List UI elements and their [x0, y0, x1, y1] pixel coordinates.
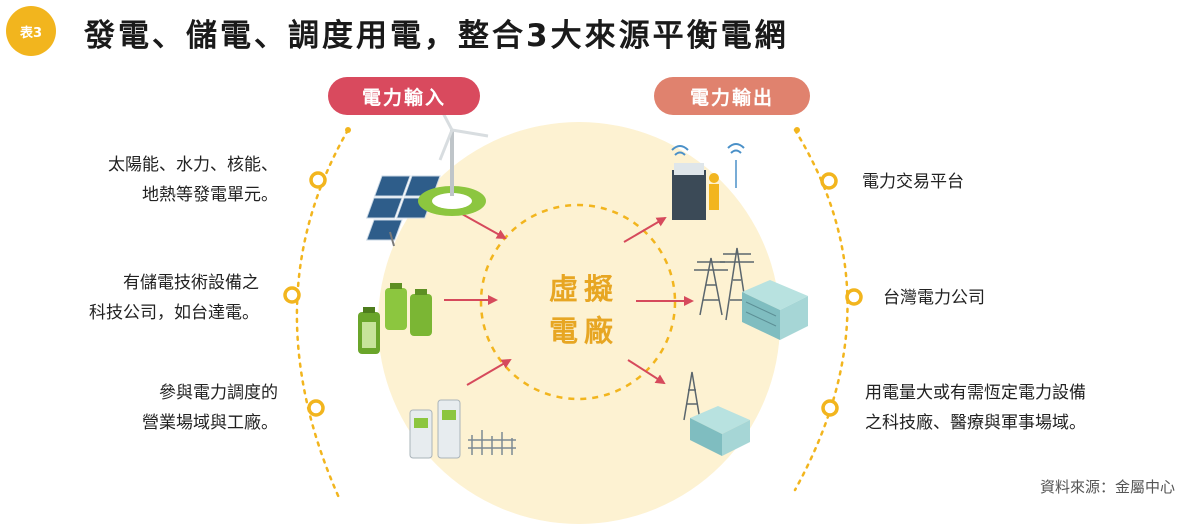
- hub-label-line2: 電廠: [548, 314, 619, 348]
- input-source-storage: 有儲電技術設備之 科技公司，如台達電。: [89, 268, 259, 328]
- input-source-generation: 太陽能、水力、核能、 地熱等發電單元。: [108, 150, 278, 210]
- power-input-label: 電力輸入: [328, 77, 480, 115]
- input-2-line2: 科技公司，如台達電。: [89, 303, 259, 323]
- output-taipower: 台灣電力公司: [883, 283, 985, 313]
- flow-diagram: [283, 91, 863, 501]
- flow-arrows: [444, 213, 694, 386]
- ev-charger-icon: [409, 399, 461, 459]
- arc-end-dot-right-top: [794, 127, 800, 133]
- node-dot-output-1: [820, 172, 838, 190]
- node-dot-output-3: [821, 399, 839, 417]
- output-3-line1: 用電量大或有需恆定電力設備: [865, 383, 1086, 403]
- node-dot-output-2: [845, 288, 863, 306]
- wind-turbine-icon: [418, 91, 489, 216]
- input-2-line1: 有儲電技術設備之: [123, 273, 259, 293]
- hub-label-line1: 虛擬: [548, 272, 619, 306]
- virtual-power-plant-label: 虛擬 電廠: [500, 268, 668, 352]
- arrow-in-1: [461, 213, 507, 239]
- trading-terminal-icon: [671, 143, 745, 220]
- arrow-out-1: [623, 216, 667, 243]
- input-3-line2: 營業場域與工廠。: [142, 413, 278, 433]
- office-building-icon: [742, 280, 808, 340]
- output-trading-platform: 電力交易平台: [862, 167, 964, 197]
- output-heavy-users: 用電量大或有需恆定電力設備 之科技廠、醫療與軍事場域。: [865, 378, 1086, 438]
- substation-icon: [468, 430, 516, 455]
- page-title: 發電、儲電、調度用電，整合3大來源平衡電網: [84, 18, 789, 54]
- left-dotted-arc: [295, 128, 350, 501]
- node-dot-input-1: [309, 171, 327, 189]
- output-3-line2: 之科技廠、醫療與軍事場域。: [865, 413, 1086, 433]
- source-note: 資料來源：金屬中心: [1039, 478, 1175, 496]
- arrow-out-3: [627, 359, 666, 385]
- input-source-dispatch: 參與電力調度的 營業場域與工廠。: [142, 378, 278, 438]
- input-1-line1: 太陽能、水力、核能、: [108, 155, 278, 175]
- input-3-line1: 參與電力調度的: [159, 383, 278, 403]
- arc-nodes: [283, 171, 863, 417]
- output-2-line1: 台灣電力公司: [883, 288, 985, 308]
- power-output-label: 電力輸出: [654, 77, 810, 115]
- table-badge: 表3: [6, 6, 56, 56]
- battery-icon: [358, 283, 432, 354]
- node-dot-input-3: [307, 399, 325, 417]
- node-dot-input-2: [283, 286, 301, 304]
- input-1-line2: 地熱等發電單元。: [142, 185, 278, 205]
- output-1-line1: 電力交易平台: [862, 172, 964, 192]
- arc-end-dot-left-top: [345, 127, 351, 133]
- power-tower-icon: [694, 247, 754, 321]
- right-dotted-arc: [793, 128, 849, 492]
- factory-building-icon: [683, 371, 750, 456]
- arrow-in-3: [466, 358, 512, 386]
